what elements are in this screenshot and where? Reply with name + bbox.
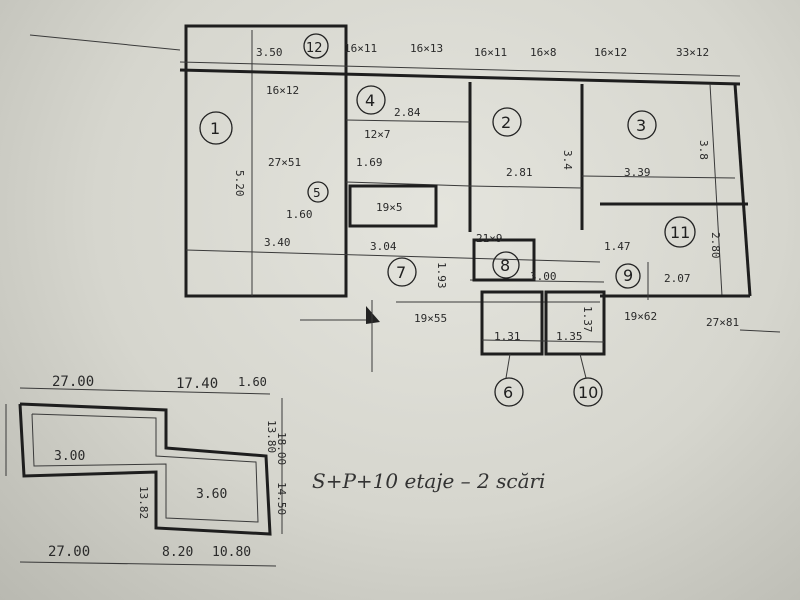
room-marker-5	[307, 181, 329, 203]
room-marker-12	[303, 33, 329, 59]
room-label-4: 4	[365, 91, 375, 110]
dim-label: 1.31	[494, 330, 521, 343]
room-marker-9	[615, 263, 641, 289]
site-dim: 8.20	[162, 545, 193, 560]
dim-label: 3.39	[624, 166, 651, 179]
dim-label: 3.50	[256, 46, 283, 59]
dim-label: 16×13	[410, 42, 443, 55]
dimension-labels: 3.50 16×11 16×13 16×11 16×8 16×12 33×12 …	[233, 42, 739, 343]
dim-label: 19×5	[376, 201, 403, 214]
dim-label: 1.47	[604, 240, 631, 253]
dim-label: 3.04	[370, 240, 397, 253]
room-marker-3	[627, 110, 657, 140]
site-dim: 27.00	[48, 544, 90, 560]
dim-label: 27×51	[268, 156, 301, 169]
room-marker-2	[492, 107, 522, 137]
dim-label: 2.81	[506, 166, 533, 179]
dim-label: 3.40	[264, 236, 291, 249]
room-label-7: 7	[396, 263, 406, 282]
dim-label: 16×12	[594, 46, 627, 59]
room-label-5: 5	[313, 186, 321, 200]
room-label-10: 10	[578, 383, 598, 402]
dim-label: 19×62	[624, 310, 657, 323]
room-label-3: 3	[636, 116, 646, 135]
room-marker-1	[199, 111, 233, 145]
dim-label: 1.37	[581, 306, 594, 333]
dim-label: 16×12	[266, 84, 299, 97]
room-marker-6	[494, 377, 524, 407]
dim-label: 2.84	[394, 106, 421, 119]
site-dim: 3.00	[54, 449, 85, 464]
dim-label: 1.60	[286, 208, 313, 221]
room-label-8: 8	[500, 256, 510, 275]
dim-label: 1.69	[356, 156, 383, 169]
site-dim: 13.80	[265, 420, 278, 453]
site-dim: 13.82	[137, 486, 150, 519]
dim-label: 3.4	[561, 150, 574, 170]
handwritten-note: S+P+10 etaje – 2 scări	[312, 469, 545, 493]
site-dim: 17.40	[176, 376, 218, 392]
room-label-1: 1	[210, 119, 220, 138]
room-markers: 1 2 3 4 5 6 7 8 9 10 11 12	[199, 33, 696, 407]
dim-label: 27×81	[706, 316, 739, 329]
dim-label: 12×7	[364, 128, 391, 141]
room-marker-11	[664, 216, 696, 248]
dim-label: 3.8	[697, 140, 710, 160]
main-floor-plan	[29, 24, 781, 379]
room-marker-4	[356, 85, 386, 115]
dim-label: 16×11	[344, 42, 377, 55]
site-dim: 3.60	[196, 487, 227, 502]
dim-label: 2.07	[664, 272, 691, 285]
dim-label: 1.35	[556, 330, 583, 343]
dim-label: 21×9	[476, 232, 503, 245]
dim-label: 33×12	[676, 46, 709, 59]
room-label-6: 6	[503, 383, 513, 402]
site-dim: 10.80	[212, 545, 251, 560]
room-label-12: 12	[306, 41, 323, 56]
site-plan-sketch: 27.00 17.40 1.60 3.00 3.60 13.80 18.00 1…	[5, 374, 288, 567]
dim-label: 3.00	[530, 270, 557, 283]
dim-label: 2.80	[709, 232, 722, 259]
room-label-9: 9	[623, 266, 633, 285]
dim-label: 5.20	[233, 170, 246, 197]
room-label-2: 2	[501, 113, 511, 132]
dim-label: 1.93	[435, 262, 448, 289]
site-dim: 1.60	[238, 375, 267, 389]
room-label-11: 11	[670, 223, 690, 242]
dim-label: 16×11	[474, 46, 507, 59]
site-dim: 18.00	[275, 432, 288, 465]
room-marker-10	[573, 377, 603, 407]
dim-label: 16×8	[530, 46, 557, 59]
site-dim: 14.50	[275, 482, 288, 515]
room-marker-8	[492, 251, 520, 279]
site-dim: 27.00	[52, 374, 94, 390]
dim-label: 19×55	[414, 312, 447, 325]
room-marker-7	[387, 257, 417, 287]
